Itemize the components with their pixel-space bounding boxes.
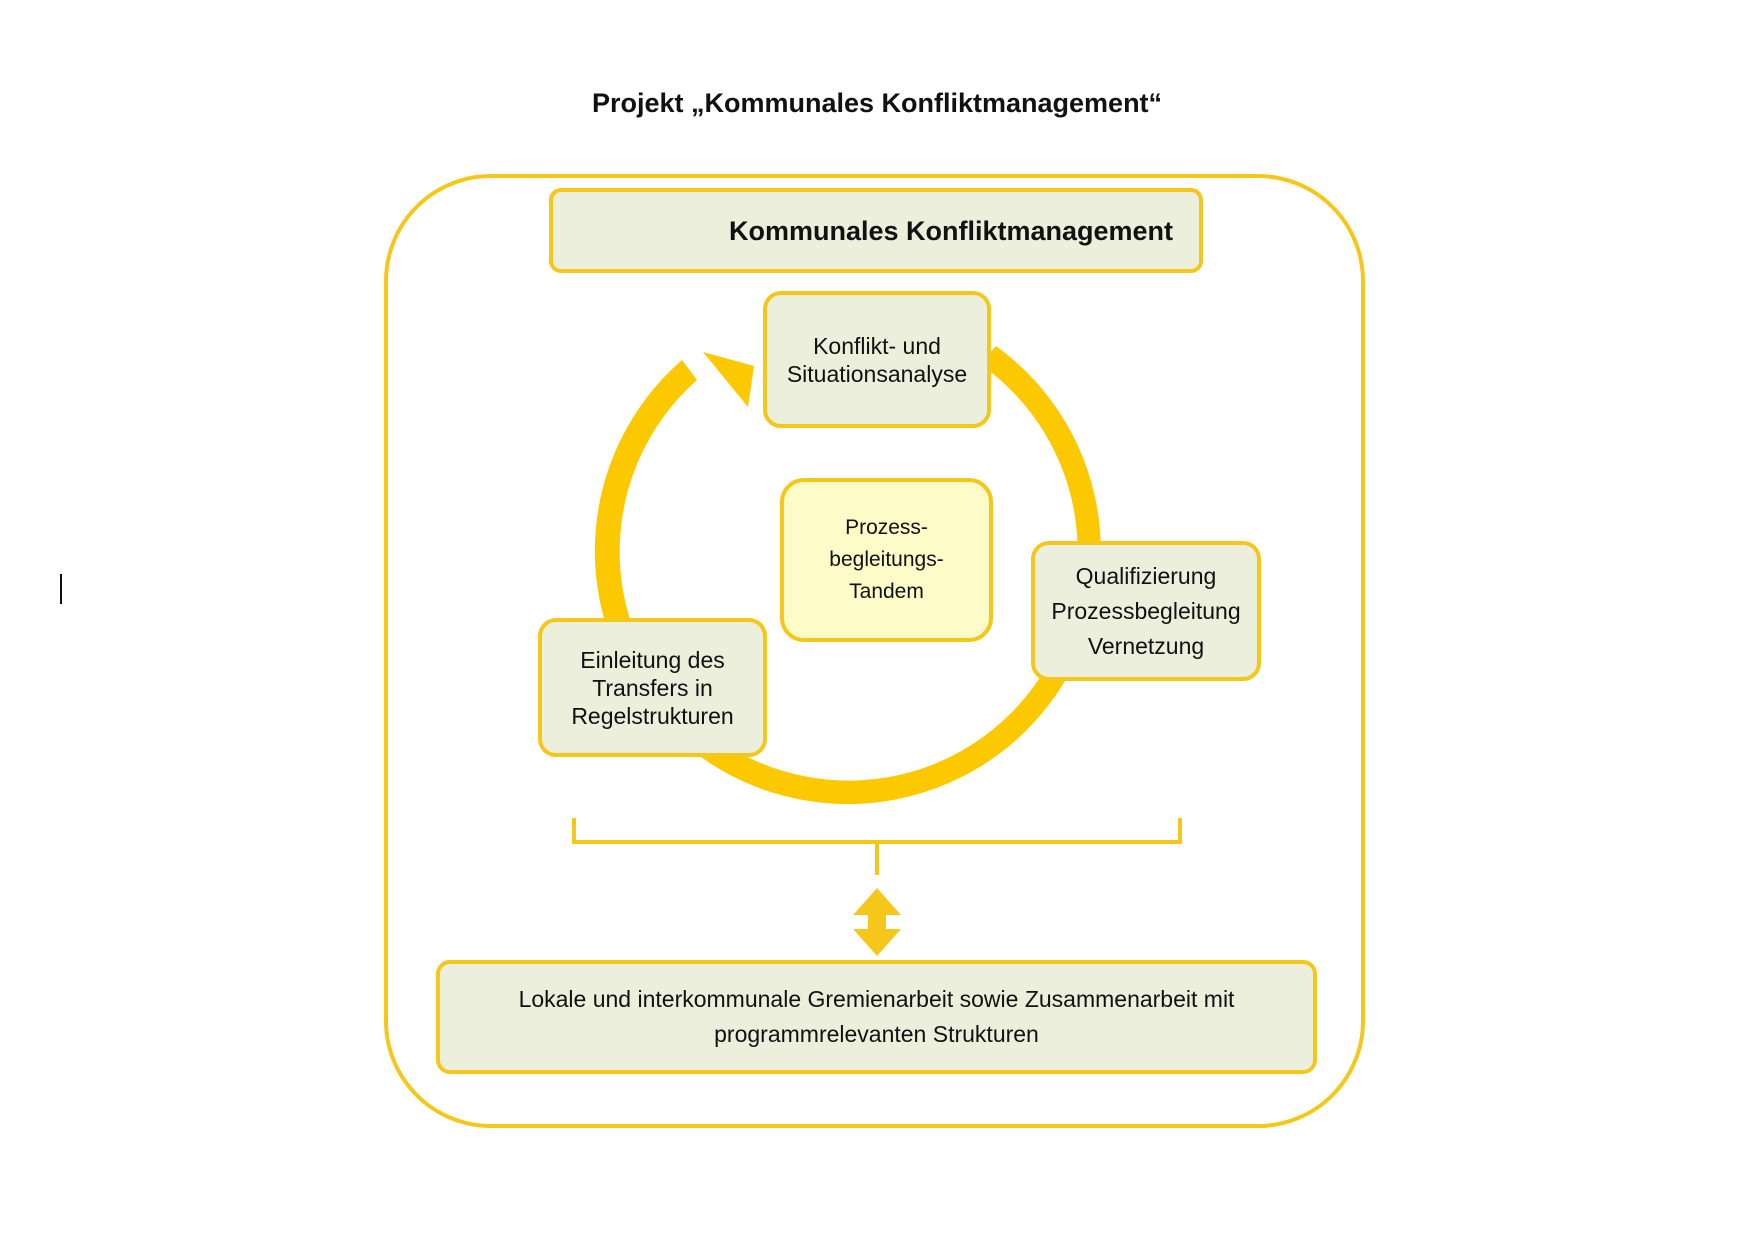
cycle-arrow-head-icon — [703, 352, 754, 407]
step-qualifizierung-line-3: Vernetzung — [1087, 632, 1205, 659]
center-tandem-line-2: begleitungs- — [829, 548, 944, 571]
step-konfliktanalyse: Konflikt- und Situationsanalyse — [763, 291, 991, 428]
summary-bracket — [572, 818, 1182, 875]
step-konfliktanalyse-line-1: Konflikt- und — [813, 332, 941, 359]
page-title: Projekt „Kommunales Konfliktmanagement“ — [591, 88, 1163, 118]
step-qualifizierung-line-2: Prozessbegleitung — [1051, 597, 1241, 624]
bottom-gremienarbeit: Lokale und interkommunale Gremienarbeit … — [436, 960, 1317, 1074]
header-label: Kommunales Konfliktmanagement — [728, 215, 1174, 246]
step-einleitung-line-1: Einleitung des — [580, 646, 725, 673]
bottom-line-1: Lokale und interkommunale Gremienarbeit … — [518, 986, 1235, 1012]
step-einleitung-line-2: Transfers in — [592, 674, 713, 701]
step-einleitung-transfer: Einleitung des Transfers in Regelstruktu… — [538, 618, 767, 757]
step-einleitung-line-3: Regelstrukturen — [571, 702, 734, 729]
outer-frame — [384, 174, 1365, 1128]
step-konfliktanalyse-line-2: Situationsanalyse — [786, 360, 968, 387]
bottom-line-2: programmrelevanten Strukturen — [714, 1021, 1039, 1047]
step-qualifizierung-line-1: Qualifizierung — [1075, 562, 1217, 589]
center-tandem: Prozess- begleitungs- Tandem — [780, 478, 993, 642]
text-cursor — [60, 574, 62, 604]
center-tandem-line-1: Prozess- — [845, 516, 928, 539]
center-tandem-line-3: Tandem — [849, 580, 924, 603]
double-arrow-icon — [853, 888, 901, 956]
header-box: Kommunales Konfliktmanagement — [549, 188, 1203, 273]
step-qualifizierung: Qualifizierung Prozessbegleitung Vernetz… — [1031, 541, 1261, 681]
